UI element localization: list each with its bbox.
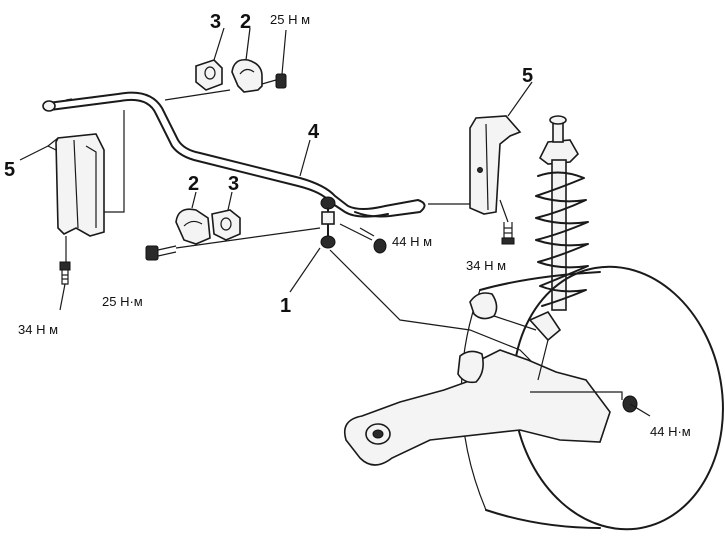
label-part-5-left: 5 [4, 159, 15, 181]
left-mounting-bracket [46, 110, 125, 237]
label-part-1: 1 [280, 295, 291, 317]
middle-bushing [211, 209, 241, 241]
shock-absorber [538, 115, 579, 311]
torque-top-bracket-bolt: 25 Н м [270, 12, 310, 27]
torque-link-nut: 44 Н м [392, 234, 432, 249]
leader-lines [19, 27, 533, 293]
label-part-3-top: 3 [210, 11, 221, 33]
middle-clamp [175, 208, 211, 245]
coil-spring [535, 171, 589, 307]
lower-control-arm [343, 292, 623, 466]
torque-hub-nut: 44 Н·м [650, 424, 691, 439]
torque-left-bracket-bolt: 34 Н м [18, 322, 58, 337]
torque-mid-bracket-bolt: 25 Н·м [102, 294, 143, 309]
label-part-2-mid: 2 [188, 173, 199, 195]
middle-bracket-bolt [145, 227, 321, 261]
right-bracket-bolt [499, 199, 515, 245]
top-clamp [231, 58, 263, 93]
stabilizer-bar [42, 91, 426, 218]
left-bracket-bolt [59, 236, 71, 311]
top-bracket-bolt [164, 73, 287, 101]
label-part-2-top: 2 [240, 11, 251, 33]
hub-nut [622, 395, 651, 417]
label-part-3-mid: 3 [228, 173, 239, 195]
label-part-4: 4 [308, 121, 320, 143]
stabilizer-link [320, 196, 541, 371]
top-bushing [195, 59, 223, 91]
torque-right-bracket-bolt: 34 Н м [466, 258, 506, 273]
label-part-5-right: 5 [522, 65, 533, 87]
right-mounting-bracket [428, 115, 522, 215]
link-nut [339, 223, 387, 254]
